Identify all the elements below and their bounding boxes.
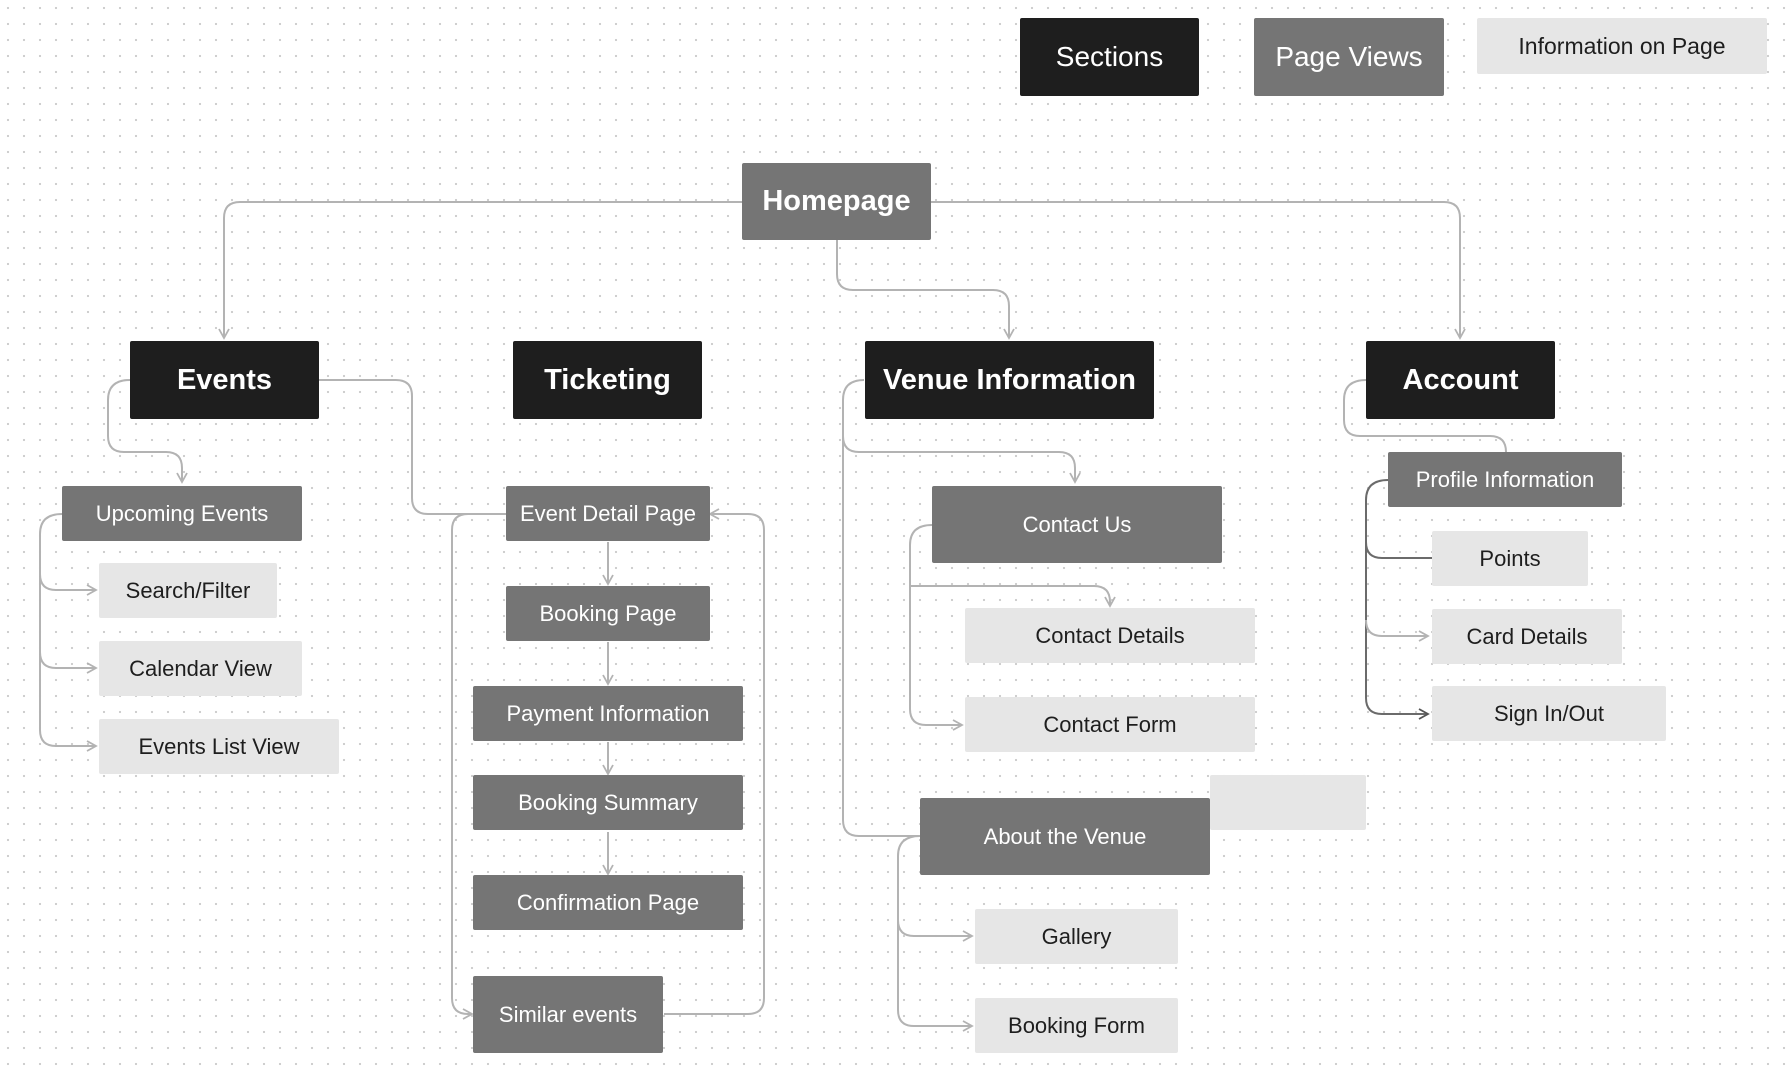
legend-page-views: Page Views [1254,18,1444,96]
points-node[interactable]: Points [1432,531,1588,586]
calendar-view-node[interactable]: Calendar View [99,641,302,696]
connector-profile-trunk [1365,479,1430,720]
section-ticketing[interactable]: Ticketing [513,341,702,419]
upcoming-events-node[interactable]: Upcoming Events [62,486,302,541]
connector-homepage-account [931,201,1466,340]
sign-in-out-node[interactable]: Sign In/Out [1432,686,1666,741]
confirmation-page-node[interactable]: Confirmation Page [473,875,743,930]
connector-homepage-events [218,201,742,340]
connector-to-search-filter [39,573,98,596]
connector-contactus-trunk [909,524,962,726]
section-account[interactable]: Account [1366,341,1555,419]
connector-about-trunk [897,835,972,1027]
booking-form-node[interactable]: Booking Form [975,998,1178,1053]
connector-to-gallery [897,919,974,942]
legend-information-on-page: Information on Page [1477,18,1767,74]
profile-information-node[interactable]: Profile Information [1388,452,1622,507]
contact-details-node[interactable]: Contact Details [965,608,1255,663]
connector-similar-detail [664,508,765,1015]
contact-form-node[interactable]: Contact Form [965,697,1255,752]
connector-to-contact-details [910,585,1116,608]
section-events[interactable]: Events [130,341,319,419]
event-detail-page-node[interactable]: Event Detail Page [506,486,710,541]
homepage-node[interactable]: Homepage [742,163,931,240]
contact-us-node[interactable]: Contact Us [932,486,1222,563]
legend-sections: Sections [1020,18,1199,96]
similar-events-node[interactable]: Similar events [473,976,663,1053]
connector-detail-similar [451,513,506,1020]
connector-upcoming-children [39,513,96,747]
connector-venue-trunk [842,379,920,837]
booking-page-node[interactable]: Booking Page [506,586,710,641]
search-filter-node[interactable]: Search/Filter [99,563,277,618]
events-list-view-node[interactable]: Events List View [99,719,339,774]
gallery-node[interactable]: Gallery [975,909,1178,964]
connector-to-points [1365,541,1432,559]
connector-to-calendar-view [39,651,98,674]
connector-venue-contactus [842,435,1081,484]
booking-summary-node[interactable]: Booking Summary [473,775,743,830]
connector-events-detail [318,379,506,515]
about-the-venue-node[interactable]: About the Venue [920,798,1210,875]
connector-account-profile [1343,379,1507,453]
placeholder-info-node [1210,775,1366,830]
connector-to-card-details [1365,619,1430,642]
card-details-node[interactable]: Card Details [1432,609,1622,664]
connector-events-upcoming [107,379,188,484]
connector-homepage-venue [836,240,1015,340]
section-venue-information[interactable]: Venue Information [865,341,1154,419]
payment-information-node[interactable]: Payment Information [473,686,743,741]
